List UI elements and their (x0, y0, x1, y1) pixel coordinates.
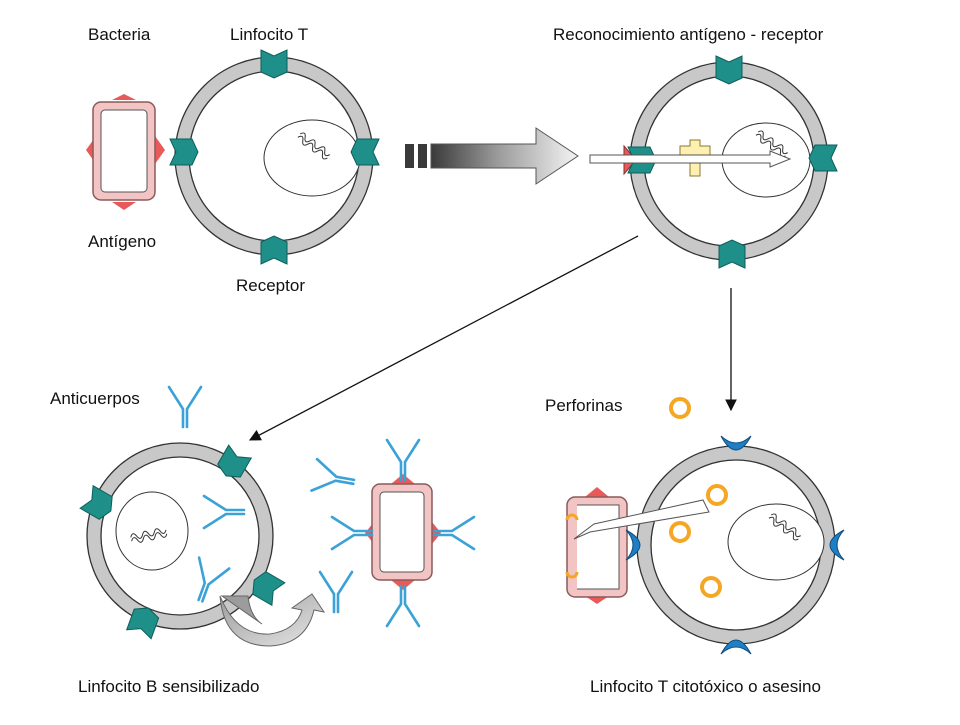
curved-arrow (219, 593, 326, 647)
bacteria (86, 94, 165, 210)
label-linfocito-b: Linfocito B sensibilizado (78, 677, 260, 696)
label-bacteria: Bacteria (88, 25, 151, 44)
perforin-icon (669, 397, 691, 419)
thin-arrow (589, 150, 792, 168)
label-reconocimiento: Reconocimiento antígeno - receptor (553, 25, 824, 44)
perforin-icon (669, 521, 691, 543)
nucleus (727, 503, 825, 581)
arrow-to-linfocito-b (248, 235, 639, 441)
antibody-icon (167, 385, 203, 429)
antigen-top (112, 94, 136, 100)
big-arrow (405, 127, 579, 185)
linfocito-t-citotoxico-cell (573, 435, 845, 655)
nucleus (263, 119, 361, 197)
label-linfocito-t-citotoxico: Linfocito T citotóxico o asesino (590, 677, 821, 696)
receptor-icon (350, 138, 380, 166)
receptor-icon (808, 144, 838, 172)
receptor-icon (169, 138, 199, 166)
antigen-right (155, 136, 165, 164)
antibody-icon (318, 570, 354, 614)
thin-arrow (573, 499, 710, 540)
antibody-icon (310, 457, 358, 499)
label-anticuerpos: Anticuerpos (50, 389, 140, 408)
antibody-icon (385, 584, 421, 628)
linfocito-b-cell (79, 442, 286, 640)
bacteria-with-antibodies (330, 438, 476, 628)
label-antigeno: Antígeno (88, 232, 157, 251)
killer-bacteria (565, 487, 628, 604)
nucleus (115, 491, 189, 571)
receptor-icon (718, 239, 746, 269)
label-perforinas: Perforinas (545, 396, 623, 415)
antigen-bottom (112, 202, 136, 210)
perforin-icon (706, 484, 728, 506)
linfocito-t-cell (169, 49, 380, 265)
receptor-icon (715, 55, 743, 85)
receptor-icon (260, 49, 288, 79)
label-linfocito-t: Linfocito T (230, 25, 309, 44)
recognition-cell (589, 55, 838, 269)
receptor-icon (260, 235, 288, 265)
label-receptor: Receptor (236, 276, 305, 295)
perforin-icon (700, 576, 722, 598)
